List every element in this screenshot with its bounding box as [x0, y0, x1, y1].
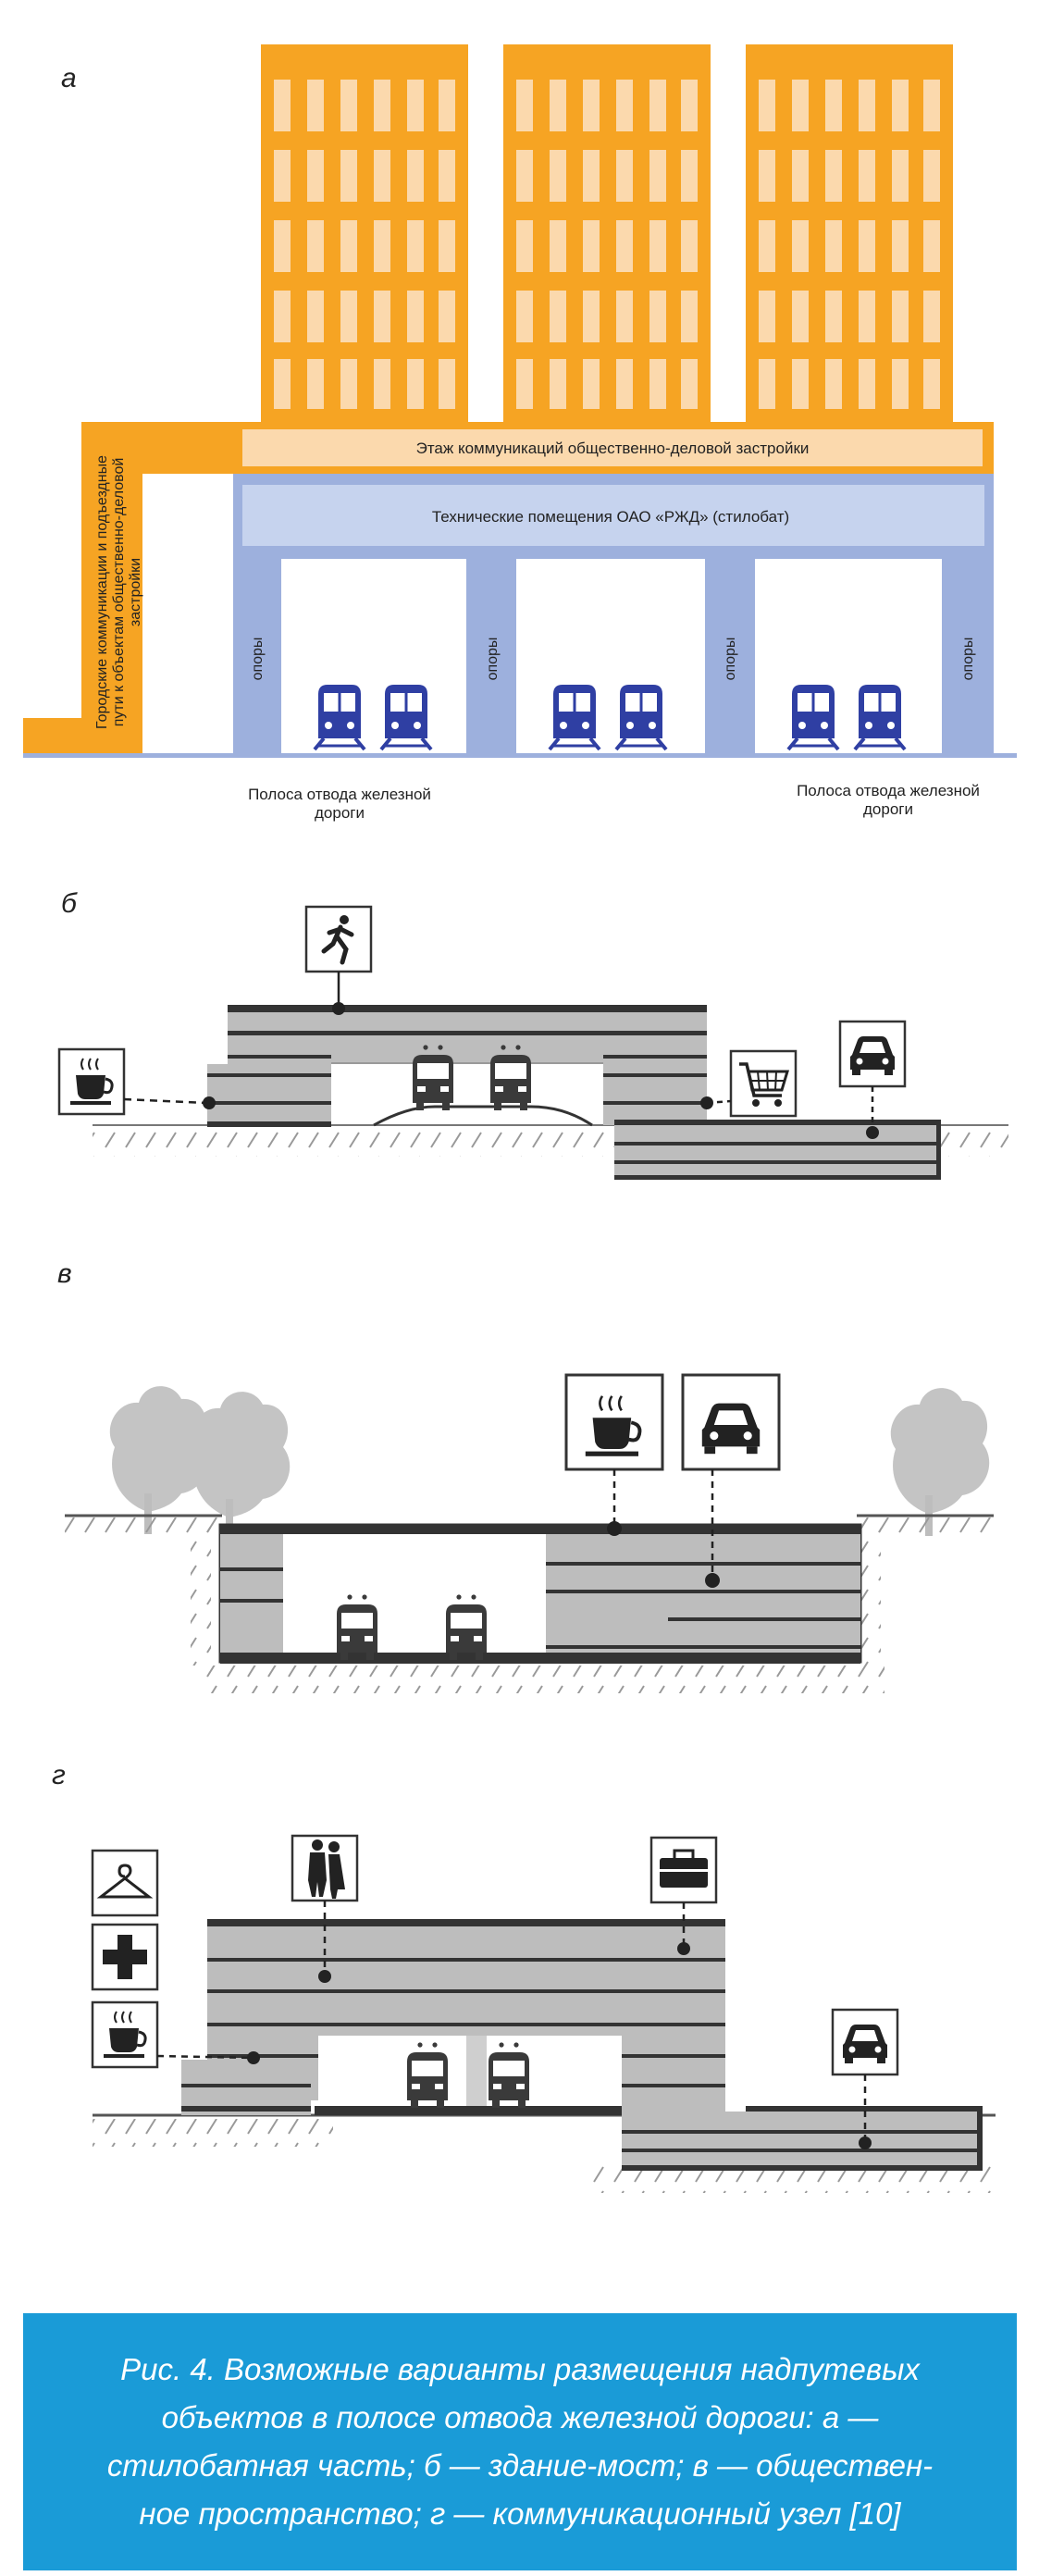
- support-label-3: опоры: [723, 638, 738, 681]
- support-4: [942, 555, 994, 755]
- train-icon: [407, 2042, 448, 2108]
- panel-letter-b: б: [61, 888, 78, 919]
- bridge-building: [207, 1005, 707, 1127]
- tower-2: [503, 44, 711, 424]
- shopping-cart-icon: [729, 1049, 798, 1118]
- svg-text:пути к объектам общественно-де: пути к объектам общественно-деловой: [111, 458, 127, 727]
- hanger-icon: [91, 1849, 159, 1917]
- train-icon: [614, 683, 668, 751]
- train-icon: [786, 683, 840, 751]
- caption-line-3: стилобатная часть; б — здание-мост; в — …: [106, 2448, 934, 2483]
- running-person-icon: [304, 905, 373, 973]
- briefcase-icon: [649, 1836, 718, 1904]
- caption-line-2: объектов в полосе отвода железной дороги…: [161, 2400, 879, 2434]
- tree-icon: [890, 1388, 990, 1536]
- tower-1: [261, 44, 468, 424]
- coffee-cup-icon: [91, 2000, 159, 2069]
- stylobate-label: Технические помещения ОАО «РЖД» (стилоба…: [432, 508, 789, 526]
- train-icon: [489, 2042, 529, 2108]
- support-label-4: опоры: [960, 638, 976, 681]
- right-of-way-label-left-2: дороги: [315, 804, 365, 822]
- panel-g: г: [52, 1760, 999, 2193]
- caption-line-4: ное пространство; г — коммуникационный у…: [139, 2496, 901, 2531]
- panel-letter-a: а: [61, 63, 77, 93]
- medical-cross-icon: [91, 1923, 159, 1991]
- panel-letter-v: в: [57, 1258, 72, 1289]
- ground-line: [23, 753, 1017, 758]
- coffee-cup-icon: [57, 1047, 126, 1116]
- side-access-column: [81, 422, 142, 755]
- train-icon: [313, 683, 366, 751]
- support-label-2: опоры: [485, 638, 501, 681]
- train-icon: [379, 683, 433, 751]
- svg-text:Городские коммуникации и подъе: Городские коммуникации и подъездные: [94, 455, 110, 729]
- right-of-way-label-right-2: дороги: [863, 800, 913, 818]
- svg-text:застройки: застройки: [128, 558, 143, 626]
- left-step: [23, 718, 88, 755]
- panel-letter-g: г: [52, 1760, 66, 1790]
- communication-hub: [181, 1919, 983, 2171]
- tower-3: [746, 44, 953, 424]
- caption-line-1: Рис. 4. Возможные варианты размещения на…: [120, 2352, 920, 2386]
- panel-b: б: [57, 888, 1008, 1180]
- support-2: [466, 555, 516, 755]
- panel-a: а: [23, 44, 1017, 822]
- support-3: [705, 555, 755, 755]
- coffee-cup-icon: [564, 1373, 664, 1471]
- underground-public-space: [218, 1523, 862, 1664]
- figure-caption: Рис. 4. Возможные варианты размещения на…: [76, 2346, 964, 2538]
- car-icon: [831, 2008, 899, 2076]
- tree-icon: [109, 1386, 209, 1534]
- couple-icon: [291, 1834, 359, 1902]
- support-label-1: опоры: [250, 638, 266, 681]
- car-icon: [838, 1020, 907, 1088]
- figure-caption-box: Рис. 4. Возможные варианты размещения на…: [23, 2313, 1017, 2570]
- side-access-label: Городские коммуникации и подъездные пути…: [94, 455, 143, 729]
- right-of-way-label-right-1: Полоса отвода железной: [797, 782, 980, 799]
- communications-floor-label: Этаж коммуникаций общественно-деловой за…: [416, 440, 810, 457]
- right-of-way-label-left-1: Полоса отвода железной: [248, 786, 431, 803]
- panel-v: в: [57, 1258, 994, 1693]
- car-icon: [681, 1373, 781, 1471]
- underground-parking: [614, 1120, 941, 1180]
- support-1: [233, 555, 281, 755]
- train-icon: [853, 683, 907, 751]
- train-icon: [548, 683, 601, 751]
